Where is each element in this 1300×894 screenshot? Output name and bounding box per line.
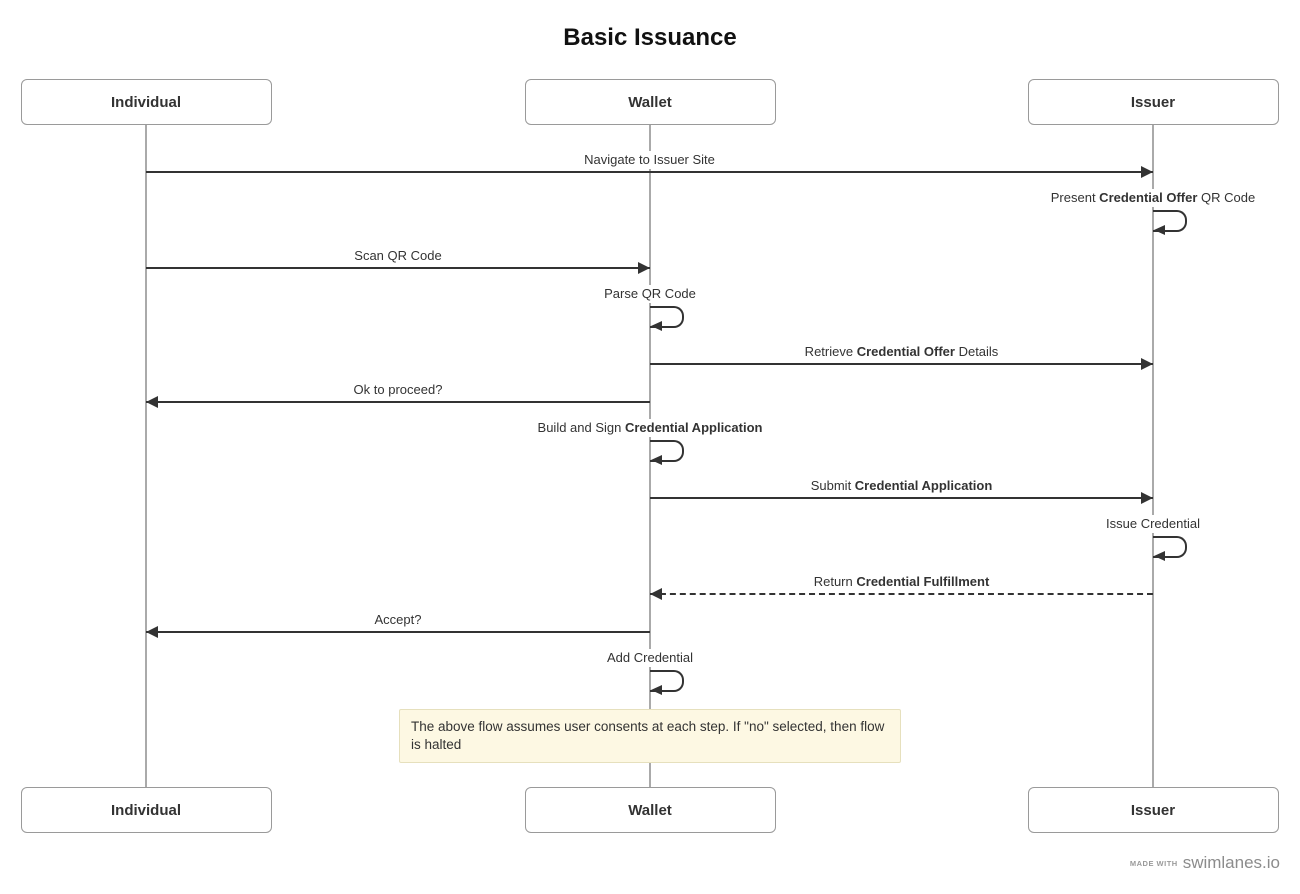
actor-label: Issuer bbox=[1130, 93, 1176, 111]
message-label-part: Parse QR Code bbox=[604, 286, 696, 301]
message-label: Retrieve Credential Offer Details bbox=[800, 343, 1003, 361]
actor-label: Individual bbox=[110, 93, 181, 111]
arrowhead-icon bbox=[146, 626, 158, 638]
self-message-loop bbox=[1153, 536, 1187, 558]
arrowhead-icon bbox=[1154, 225, 1165, 235]
diagram-title: Basic Issuance bbox=[563, 24, 737, 51]
arrowhead-icon bbox=[650, 588, 662, 600]
note-text: The above flow assumes user consents at … bbox=[411, 719, 885, 753]
arrowhead-icon bbox=[1154, 551, 1165, 561]
message-arrow-line bbox=[146, 267, 650, 269]
arrowhead-icon bbox=[1141, 492, 1153, 504]
message-label-part: Submit bbox=[810, 478, 855, 493]
message-arrow-line bbox=[146, 171, 1153, 173]
message-label: Issue Credential bbox=[1102, 515, 1204, 533]
lifeline-issuer bbox=[1152, 125, 1154, 787]
message-arrow-line bbox=[650, 497, 1153, 499]
actor-box-top-individual: Individual bbox=[20, 79, 272, 125]
actor-box-top-wallet: Wallet bbox=[524, 79, 776, 125]
footer: MADE WITH swimlanes.io bbox=[1130, 853, 1280, 873]
made-with-label: MADE WITH bbox=[1129, 859, 1178, 868]
arrowhead-icon bbox=[651, 455, 662, 465]
self-message-loop bbox=[650, 306, 684, 328]
message-label: Ok to proceed? bbox=[349, 381, 447, 399]
message-label-part: Accept? bbox=[374, 612, 422, 627]
message-arrow-line bbox=[146, 401, 650, 403]
message-label: Return Credential Fulfillment bbox=[809, 573, 994, 591]
actor-label: Issuer bbox=[1130, 801, 1176, 819]
message-label-part: Credential Fulfillment bbox=[856, 574, 990, 589]
message-label-part: Credential Application bbox=[854, 478, 993, 493]
swimlanes-brand-link[interactable]: swimlanes.io bbox=[1182, 853, 1280, 872]
message-label: Present Credential Offer QR Code bbox=[1046, 189, 1260, 207]
actor-label: Wallet bbox=[628, 801, 672, 819]
self-message-loop bbox=[650, 670, 684, 692]
self-message-loop bbox=[650, 440, 684, 462]
message-label-part: Build and Sign bbox=[537, 420, 625, 435]
message-label-part: Scan QR Code bbox=[354, 248, 442, 263]
message-label: Navigate to Issuer Site bbox=[580, 151, 719, 169]
message-label: Accept? bbox=[370, 611, 426, 629]
actor-box-top-issuer: Issuer bbox=[1027, 79, 1279, 125]
message-label: Submit Credential Application bbox=[806, 477, 997, 495]
message-label-part: Navigate to Issuer Site bbox=[584, 152, 715, 167]
message-label-part: Credential Application bbox=[624, 420, 763, 435]
message-label-part: Ok to proceed? bbox=[353, 382, 443, 397]
arrowhead-icon bbox=[146, 396, 158, 408]
actor-box-bottom-individual: Individual bbox=[20, 787, 272, 833]
arrowhead-icon bbox=[1141, 358, 1153, 370]
message-label: Parse QR Code bbox=[600, 285, 700, 303]
message-label-part: Retrieve bbox=[804, 344, 857, 359]
message-label-part: Return bbox=[813, 574, 857, 589]
message-label-part: Credential Offer bbox=[856, 344, 955, 359]
message-label-part: Credential Offer bbox=[1099, 190, 1198, 205]
message-arrow-line bbox=[650, 363, 1153, 365]
actor-label: Individual bbox=[110, 801, 181, 819]
arrowhead-icon bbox=[651, 685, 662, 695]
note-box: The above flow assumes user consents at … bbox=[399, 709, 901, 764]
arrowhead-icon bbox=[651, 321, 662, 331]
lifeline-individual bbox=[145, 125, 147, 787]
arrowhead-icon bbox=[638, 262, 650, 274]
message-label: Add Credential bbox=[603, 649, 697, 667]
message-label: Build and Sign Credential Application bbox=[533, 419, 767, 437]
actor-box-bottom-wallet: Wallet bbox=[524, 787, 776, 833]
message-arrow-line bbox=[146, 631, 650, 633]
message-arrow-line bbox=[650, 593, 1153, 595]
message-label-part: Issue Credential bbox=[1106, 516, 1200, 531]
actor-box-bottom-issuer: Issuer bbox=[1027, 787, 1279, 833]
message-label-part: QR Code bbox=[1197, 190, 1256, 205]
message-label: Scan QR Code bbox=[350, 247, 446, 265]
arrowhead-icon bbox=[1141, 166, 1153, 178]
message-label-part: Present bbox=[1050, 190, 1100, 205]
message-label-part: Add Credential bbox=[607, 650, 693, 665]
actor-label: Wallet bbox=[628, 93, 672, 111]
message-label-part: Details bbox=[954, 344, 999, 359]
self-message-loop bbox=[1153, 210, 1187, 232]
